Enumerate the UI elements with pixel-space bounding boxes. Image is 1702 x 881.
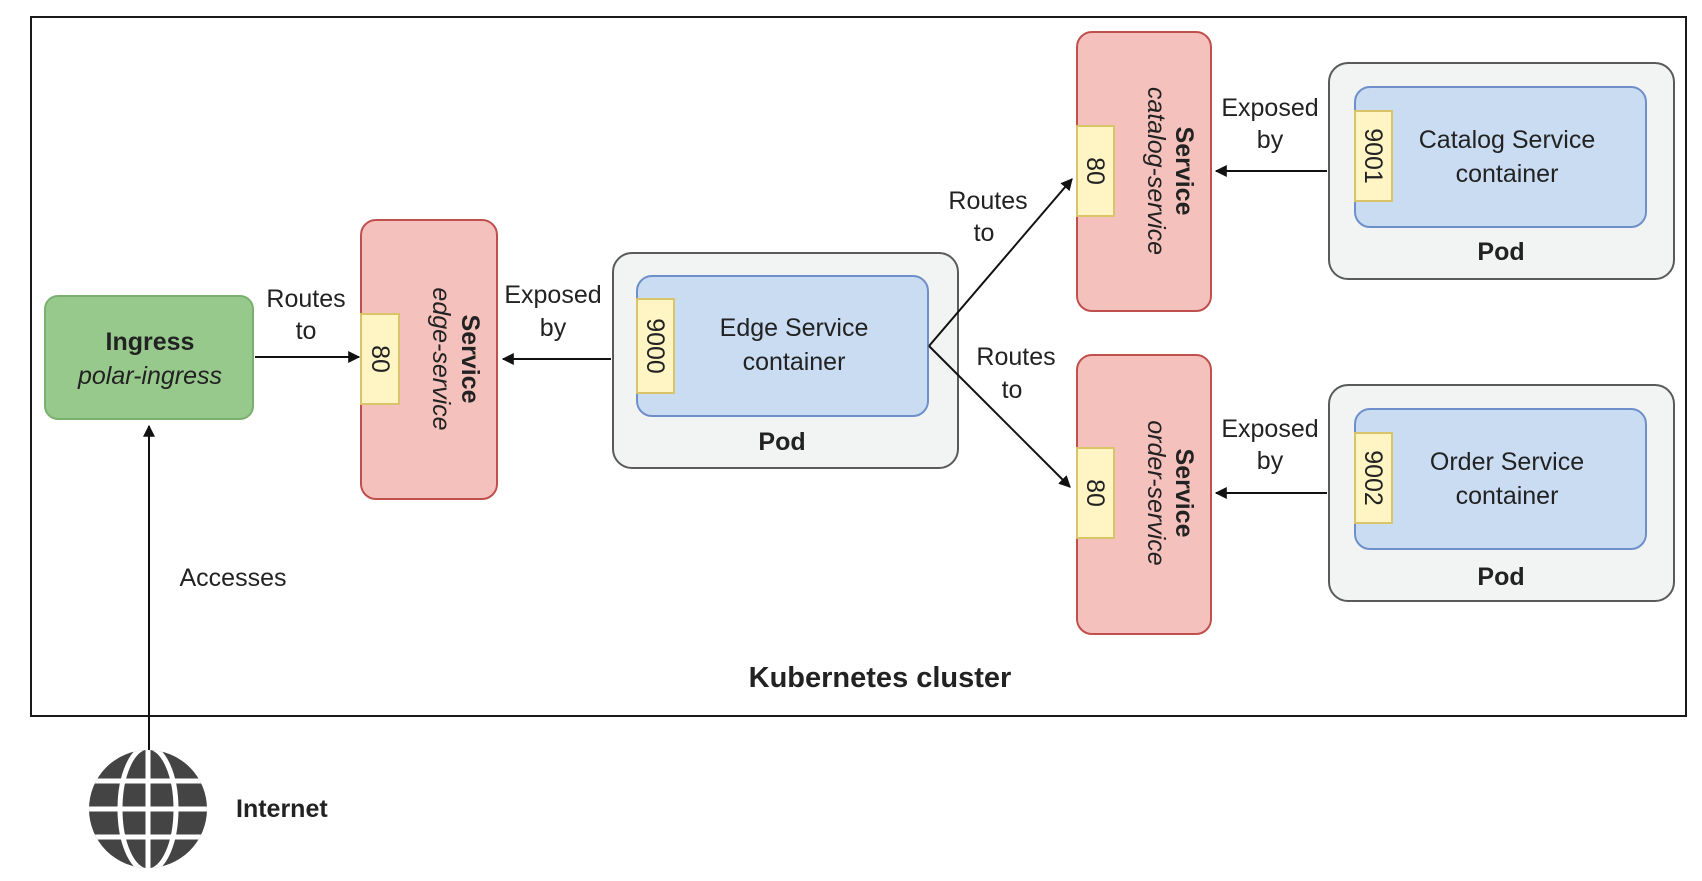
edge-container-port — [636, 298, 675, 394]
edge-label-catalog-exposed-2: by — [1256, 126, 1284, 154]
ingress-name: polar-ingress — [77, 362, 223, 390]
edge-label-accesses: Accesses — [179, 564, 287, 592]
order-container-line1: Order Service — [1429, 448, 1585, 476]
catalog-container-port — [1354, 110, 1393, 202]
kubernetes-cluster — [30, 16, 1687, 717]
catalog-container-line2: container — [1455, 160, 1559, 188]
ingress-node[interactable] — [44, 295, 254, 420]
catalog-pod-label: Pod — [1477, 238, 1525, 266]
edge-label-catalog-exposed-1: Exposed — [1221, 94, 1319, 122]
edge-label-edge-exposed-2: by — [539, 314, 567, 342]
catalog-container-line1: Catalog Service — [1418, 126, 1596, 154]
edge-label-order-exposed-2: by — [1256, 447, 1284, 475]
edge-label-edge-exposed-1: Exposed — [504, 281, 602, 309]
cluster-label: Kubernetes cluster — [748, 662, 1012, 694]
edge-pod-label: Pod — [758, 428, 806, 456]
edge-label-ingress-routes-1: Routes — [266, 285, 346, 313]
edge-label-order-routes-2: to — [1001, 376, 1023, 404]
globe-icon — [89, 750, 207, 868]
arrow-edge-container-to-order-service — [928, 345, 1071, 488]
edge-label-catalog-routes-1: Routes — [948, 187, 1028, 215]
catalog-service-port — [1076, 125, 1115, 217]
order-container-line2: container — [1455, 482, 1559, 510]
order-pod-label: Pod — [1477, 563, 1525, 591]
catalog-service-container[interactable] — [1354, 86, 1647, 228]
edge-container-line2: container — [742, 348, 846, 376]
order-service-container[interactable] — [1354, 408, 1647, 550]
edge-label-catalog-routes-2: to — [973, 219, 995, 247]
edge-container-line1: Edge Service — [719, 314, 869, 342]
order-service-port — [1076, 447, 1115, 539]
edge-label-order-routes-1: Routes — [976, 343, 1056, 371]
ingress-title: Ingress — [105, 328, 195, 356]
edge-service-port — [360, 313, 400, 405]
edge-label-order-exposed-1: Exposed — [1221, 415, 1319, 443]
internet-label: Internet — [236, 795, 328, 823]
edge-service-container[interactable] — [636, 275, 929, 417]
arrow-edge-container-to-catalog-service — [928, 178, 1073, 347]
order-container-port — [1354, 432, 1393, 524]
edge-label-ingress-routes-2: to — [295, 317, 317, 345]
